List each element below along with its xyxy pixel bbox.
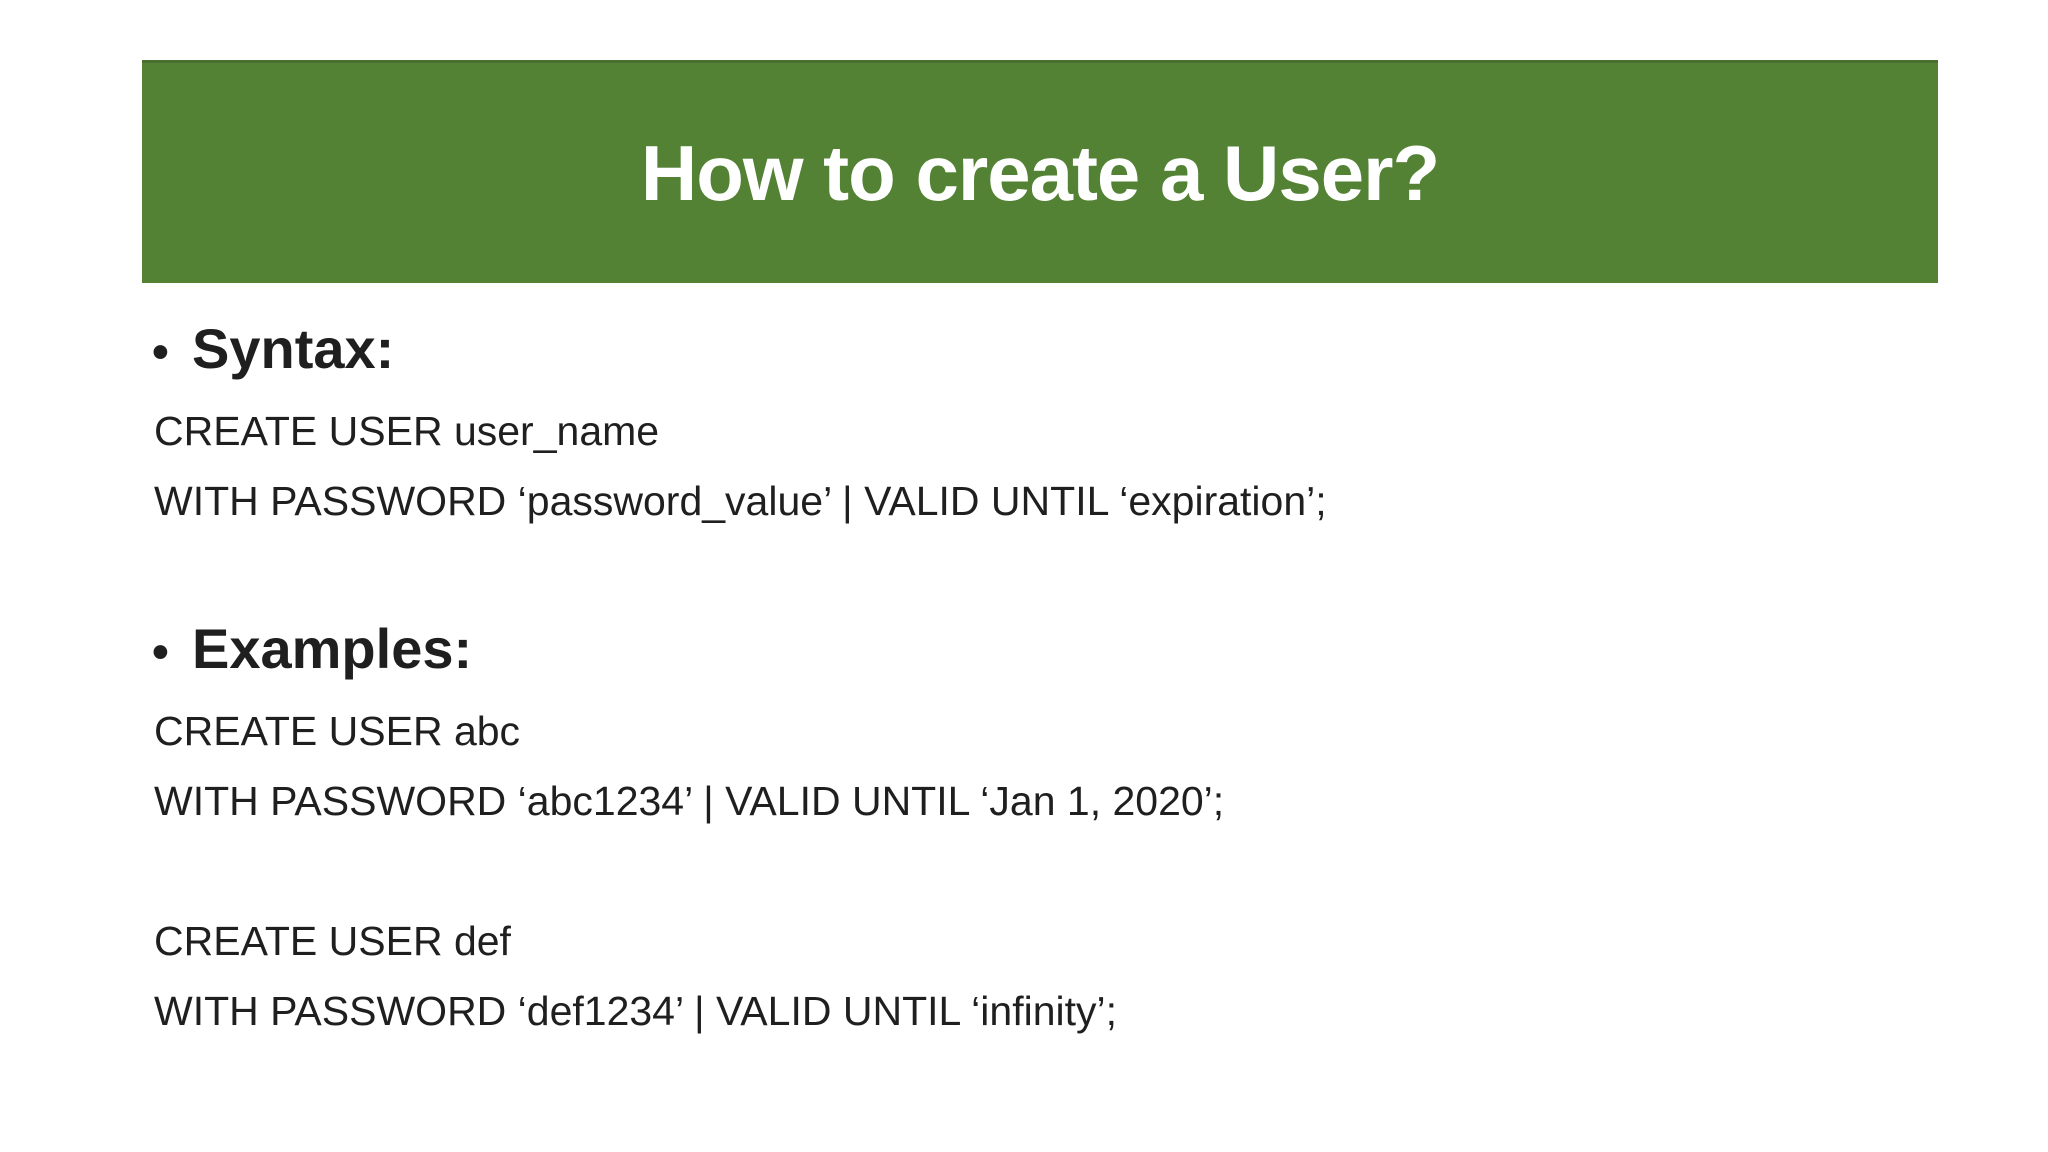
section-heading-label: Examples:: [192, 617, 473, 680]
example-line-with-password-def: WITH PASSWORD ‘def1234’ | VALID UNTIL ‘i…: [154, 988, 1117, 1034]
title-banner: How to create a User?: [142, 60, 1938, 283]
bullet-icon: •: [152, 326, 169, 379]
example-line-create-user-def: CREATE USER def: [154, 918, 511, 964]
example-line-with-password-abc: WITH PASSWORD ‘abc1234’ | VALID UNTIL ‘J…: [154, 778, 1225, 824]
syntax-line-with-password: WITH PASSWORD ‘password_value’ | VALID U…: [154, 478, 1327, 524]
bullet-icon: •: [152, 626, 169, 679]
slide-body: • Syntax: CREATE USER user_name WITH PAS…: [152, 306, 1952, 1046]
slide-title: How to create a User?: [640, 128, 1440, 217]
section-heading-examples: • Examples:: [152, 606, 1952, 696]
example-line-create-user-abc: CREATE USER abc: [154, 708, 521, 754]
section-heading-label: Syntax:: [192, 317, 395, 380]
syntax-line-create-user: CREATE USER user_name: [154, 408, 660, 454]
spacer: [152, 836, 1952, 906]
spacer: [152, 536, 1952, 606]
section-heading-syntax: • Syntax:: [152, 306, 1952, 396]
